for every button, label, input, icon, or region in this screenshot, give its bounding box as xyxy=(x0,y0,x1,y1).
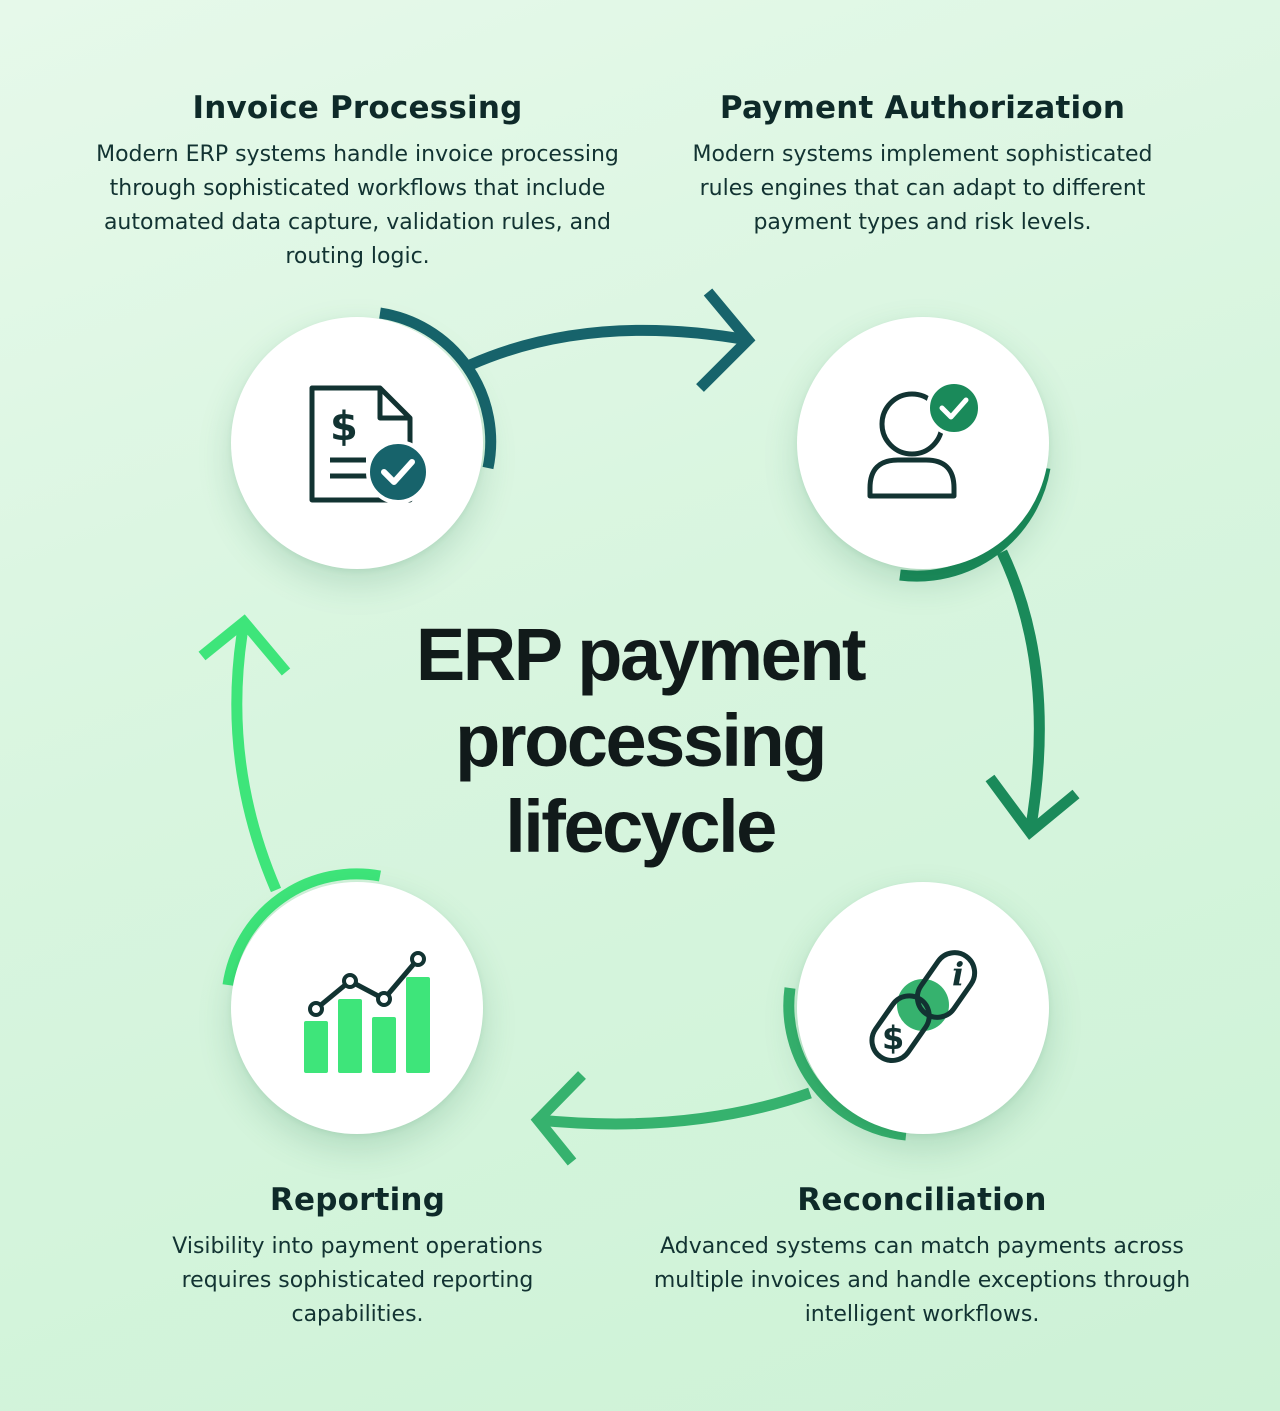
bar-line-chart-icon xyxy=(304,951,430,1073)
step-heading: Reconciliation xyxy=(797,1182,1047,1218)
step-reconciliation: Reconciliation Advanced systems can matc… xyxy=(652,1182,1192,1332)
arrow-invoice-to-authorization xyxy=(379,288,756,470)
step-description: Modern ERP systems handle invoice proces… xyxy=(96,142,619,269)
step-heading: Payment Authorization xyxy=(719,90,1126,126)
step-reporting: Reporting Visibility into payment operat… xyxy=(140,1182,575,1332)
step-description: Modern systems implement sophisticated r… xyxy=(692,142,1153,235)
user-check-icon xyxy=(867,380,982,499)
payment-authorization-circle xyxy=(797,317,1049,569)
step-description: Visibility into payment operations requi… xyxy=(172,1234,543,1327)
diagram-title: ERP payment processing lifecycle xyxy=(415,613,867,868)
dollar-glyph: $ xyxy=(330,404,358,450)
invoice-check-icon: $ xyxy=(309,385,430,504)
arrow-reporting-to-invoice xyxy=(198,614,381,986)
step-heading: Reporting xyxy=(269,1182,446,1218)
step-payment-authorization: Payment Authorization Modern systems imp… xyxy=(690,90,1155,240)
info-glyph: i xyxy=(952,955,964,993)
step-description: Advanced systems can match payments acro… xyxy=(653,1234,1191,1327)
step-heading: Invoice Processing xyxy=(192,90,523,126)
reconciliation-circle: $ i xyxy=(797,882,1049,1134)
dollar-glyph: $ xyxy=(882,1019,904,1057)
step-invoice-processing: Invoice Processing Modern ERP systems ha… xyxy=(90,90,625,274)
reporting-circle xyxy=(231,882,483,1134)
arrow-reconciliation-to-reporting xyxy=(530,987,907,1166)
invoice-processing-circle: $ xyxy=(231,317,483,569)
linked-chain-dollar-info-icon: $ i xyxy=(869,950,978,1063)
